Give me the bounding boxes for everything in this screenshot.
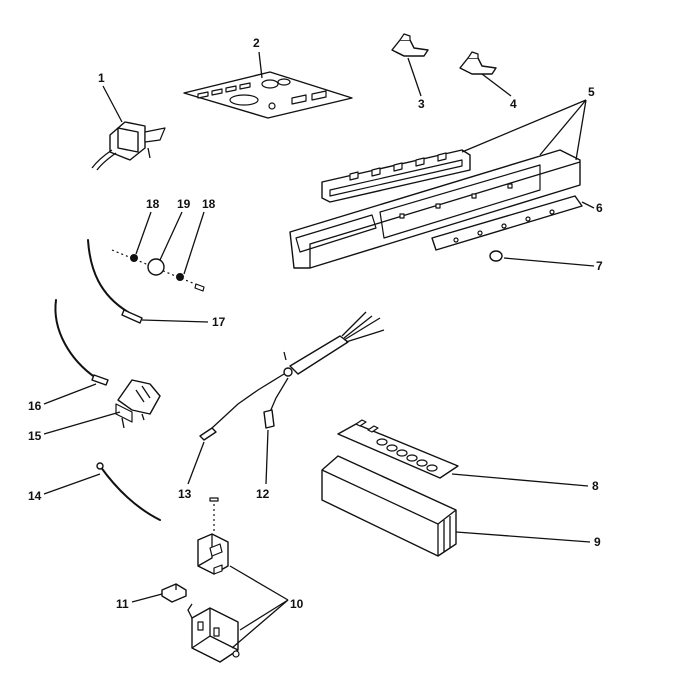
part-12-connector (263, 409, 275, 429)
part-13-connector (199, 427, 217, 441)
part-15-thermostat (115, 379, 161, 429)
part-10-switch-lower (187, 603, 240, 663)
part-8-display-board (337, 419, 459, 479)
part-7-knob (489, 250, 503, 262)
callout-3: 3 (418, 97, 425, 111)
part-6-trim-strip (431, 195, 583, 251)
part-14-wire (96, 462, 161, 521)
part-10-switch-upper (197, 533, 229, 575)
part-9-display-housing (321, 455, 457, 557)
part-16-wire (54, 299, 109, 386)
part-11-connector (161, 583, 187, 603)
callout-11: 11 (116, 597, 129, 611)
part-1-transformer (91, 121, 166, 171)
callout-15: 15 (28, 429, 42, 443)
callout-7: 7 (596, 259, 603, 273)
part-18-19-lamp (111, 249, 205, 292)
part-2-control-board (183, 71, 353, 119)
callout-18b: 18 (202, 197, 216, 211)
part-5-control-panel (289, 149, 581, 269)
callout-18a: 18 (146, 197, 160, 211)
callout-10: 10 (290, 597, 304, 611)
part-3-clip (391, 33, 429, 57)
callout-14: 14 (28, 489, 42, 503)
callout-4: 4 (510, 97, 517, 111)
callout-17: 17 (212, 315, 226, 329)
callout-16: 16 (28, 399, 42, 413)
callout-5: 5 (588, 85, 595, 99)
callout-12: 12 (256, 487, 270, 501)
part-4-clip (459, 51, 497, 75)
callout-1: 1 (98, 71, 105, 85)
screw (209, 497, 219, 534)
part-17-sensor-wire (87, 239, 143, 324)
callout-9: 9 (594, 535, 601, 549)
callout-2: 2 (253, 36, 260, 50)
callout-13: 13 (178, 487, 192, 501)
callout-6: 6 (596, 201, 603, 215)
callout-8: 8 (592, 479, 599, 493)
wiring-harness (211, 311, 385, 429)
callout-19: 19 (177, 197, 191, 211)
